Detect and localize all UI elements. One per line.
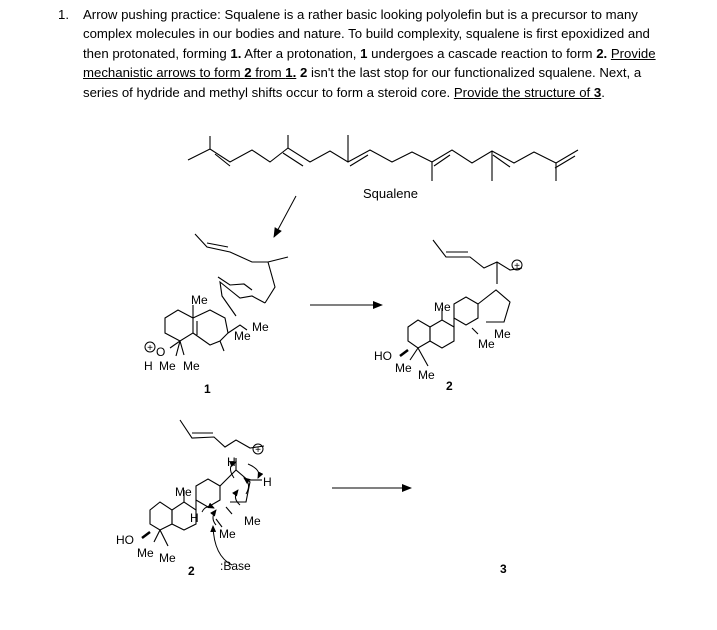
- squalene-to-1-arrow: [273, 195, 297, 238]
- compound-ref-1: 1.: [230, 45, 242, 61]
- compound-2-top-me-2a: Me: [494, 327, 511, 341]
- question-text: Arrow pushing practice: Squalene is a ra…: [83, 5, 660, 102]
- compound-2-bottom-charge-icon: [252, 443, 264, 455]
- task-1: Provide mechanistic arrows to form 2 fro…: [83, 46, 656, 80]
- task-1-text-a: Provide mechanistic arrows to form: [83, 45, 656, 81]
- compound-1-h: H: [144, 359, 153, 373]
- compound-2-bottom-charge: +: [255, 445, 261, 456]
- compound-2-top-charge-icon: [511, 259, 523, 271]
- compound-1-structure: [164, 233, 289, 357]
- text-s3: undergoes a cascade reaction to form: [367, 45, 597, 61]
- squalene-structure: [187, 135, 579, 181]
- task-2-text: Provide the structure of: [453, 84, 594, 100]
- task-1-text-b: from: [251, 65, 286, 81]
- compound-2-top-ho: HO: [374, 349, 392, 363]
- compound-2-top-charge: +: [514, 261, 520, 272]
- compound-2-bottom-me-1: Me: [175, 485, 192, 499]
- question-number: 1.: [58, 7, 69, 22]
- compound-2-bottom-h-2: H: [263, 475, 272, 489]
- compound-ref-1b: 1: [360, 45, 368, 61]
- compound-1-oxygen: O: [156, 345, 165, 359]
- text-s8: .: [601, 84, 605, 100]
- compound-2-bottom-me-4: Me: [137, 546, 154, 560]
- text-s2: After a protonation,: [241, 45, 361, 61]
- compound-1-charge-icon: [144, 341, 156, 353]
- compound-1-me-3: Me: [234, 329, 251, 343]
- mechanism-arrows: [201, 461, 264, 566]
- compound-2-bottom-label: 2: [188, 564, 195, 578]
- task-2: Provide the structure of 3: [454, 85, 601, 100]
- compound-1-me-2: Me: [252, 320, 269, 334]
- compound-2-top-label: 2: [446, 379, 453, 393]
- compound-2-bottom-h-3: H: [190, 511, 199, 525]
- compound-1-me-5: Me: [183, 359, 200, 373]
- compound-1-me-1: Me: [191, 293, 208, 307]
- compound-ref-2b: 2: [299, 65, 308, 81]
- compound-1-label: 1: [204, 382, 211, 396]
- compound-2-top-me-3: Me: [395, 361, 412, 375]
- compound-3-label: 3: [500, 562, 507, 576]
- compound-2-bottom-me-5: Me: [159, 551, 176, 565]
- compound-2-bottom-ho: HO: [116, 533, 134, 547]
- compound-2-bottom-me-2: Me: [244, 514, 261, 528]
- task-1-ref-2: 2: [244, 65, 252, 81]
- compound-ref-2: 2.: [596, 45, 608, 61]
- squalene-label: Squalene: [363, 186, 418, 201]
- text-s1: Arrow pushing practice: Squalene is a ra…: [83, 7, 650, 61]
- compound-2-top-me-1: Me: [434, 300, 451, 314]
- text-s6: isn't the last stop for our functionaliz…: [83, 65, 642, 100]
- compound-2-top-structure: [399, 239, 523, 367]
- compound-2-bottom-h-1: H: [227, 455, 236, 469]
- compound-2-top-me-4: Me: [418, 368, 435, 382]
- task-1-ref-1: 1.: [285, 65, 297, 81]
- task-2-ref-3: 3: [593, 84, 602, 100]
- compound-2-top-me-2b: Me: [478, 337, 495, 351]
- compound-2-bottom-me-3: Me: [219, 527, 236, 541]
- base-label: :Base: [220, 559, 251, 573]
- compound-1-charge: +: [147, 343, 153, 354]
- question-block: 1. Arrow pushing practice: Squalene is a…: [58, 5, 660, 102]
- compound-1-me-4: Me: [159, 359, 176, 373]
